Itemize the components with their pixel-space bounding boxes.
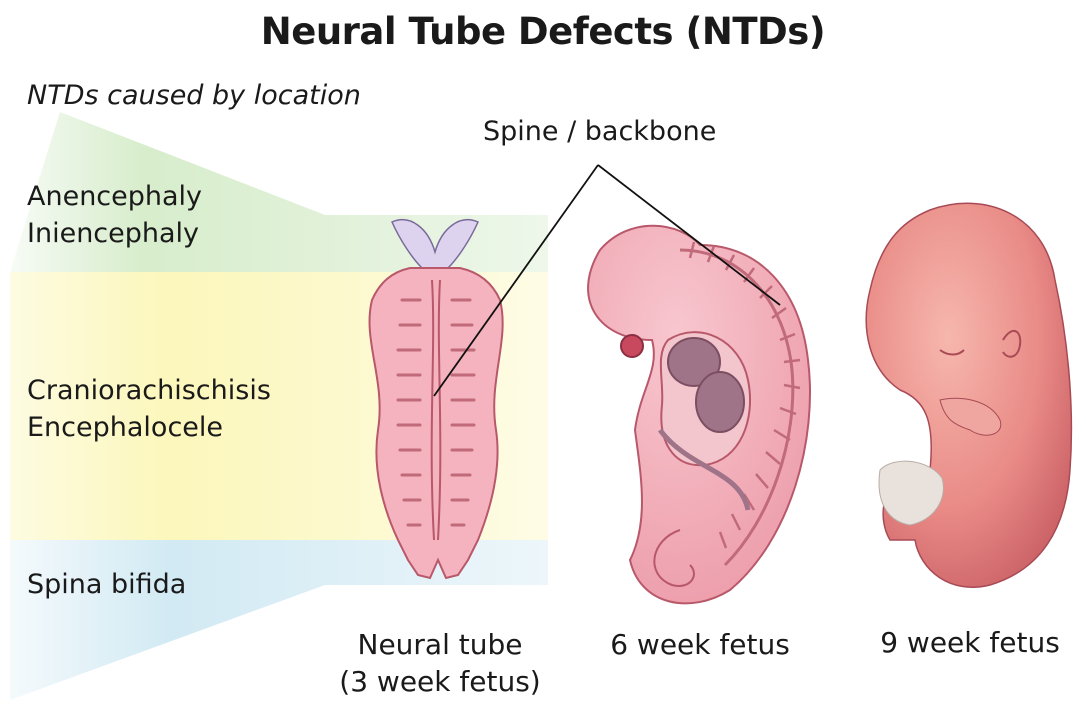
caption-nine-week-fetus: 9 week fetus <box>860 624 1080 661</box>
callout-spine-backbone: Spine / backbone <box>483 116 716 147</box>
label-group-spine: Spina bifida <box>27 566 186 603</box>
label-group-cranio: Craniorachischisis Encephalocele <box>27 372 271 446</box>
label-encephalocele: Encephalocele <box>27 409 271 446</box>
label-craniorachischisis: Craniorachischisis <box>27 372 271 409</box>
label-group-brain: Anencephaly Iniencephaly <box>27 178 202 252</box>
caption-neural-tube-line2: (3 week fetus) <box>330 663 550 700</box>
nine-week-fetus-figure <box>866 203 1071 587</box>
caption-six-week-fetus: 6 week fetus <box>590 626 810 663</box>
label-spina-bifida: Spina bifida <box>27 566 186 603</box>
location-subtitle: NTDs caused by location <box>27 80 361 111</box>
label-anencephaly: Anencephaly <box>27 178 202 215</box>
caption-neural-tube-line1: Neural tube <box>330 626 550 663</box>
caption-neural-tube: Neural tube (3 week fetus) <box>330 626 550 700</box>
page-title: Neural Tube Defects (NTDs) <box>0 10 1086 53</box>
six-week-fetus-figure <box>588 226 810 604</box>
label-iniencephaly: Iniencephaly <box>27 215 202 252</box>
